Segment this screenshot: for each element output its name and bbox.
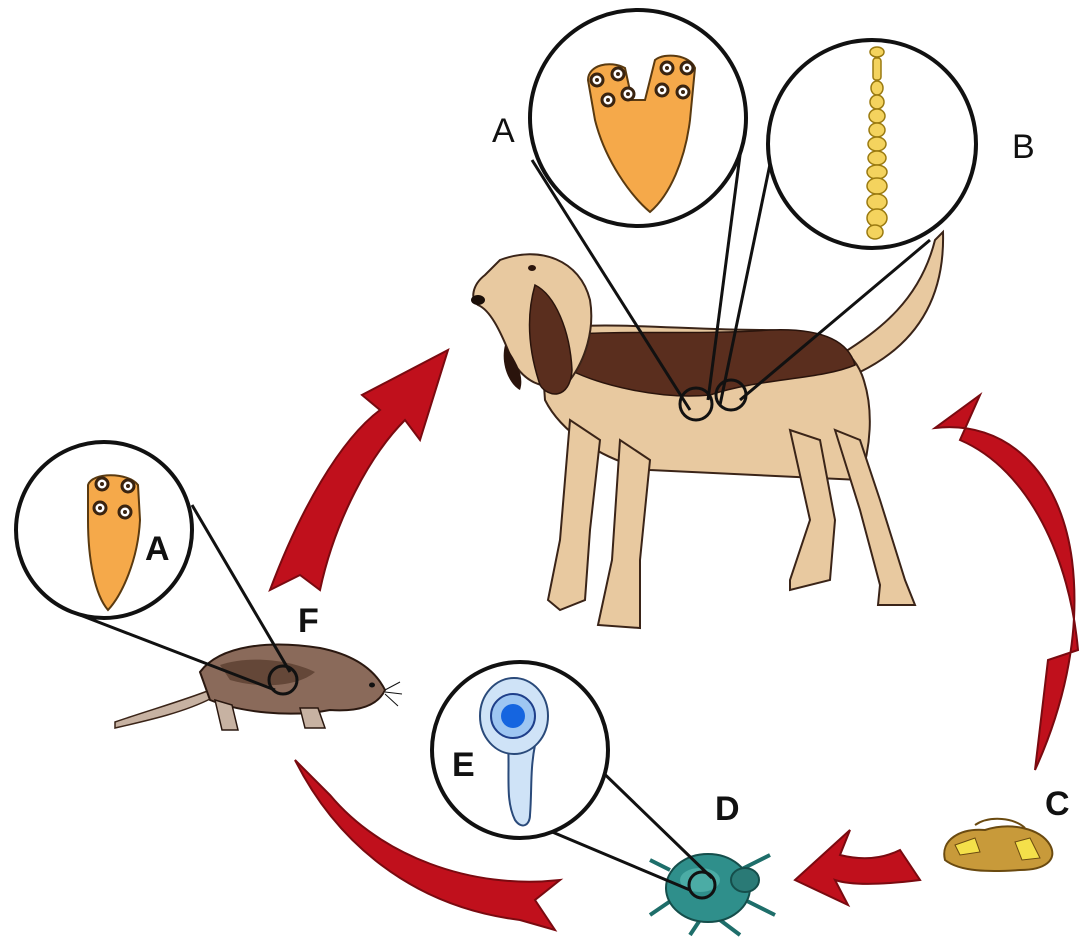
- label-beetle: D: [715, 790, 740, 828]
- label-dog-strobila: B: [1012, 128, 1035, 166]
- dog-illustration: [471, 232, 943, 628]
- eggs-feces-illustration: [944, 819, 1052, 871]
- rodent-illustration: [115, 645, 402, 730]
- label-rodent-scolex: A: [145, 530, 170, 568]
- label-eggs: C: [1045, 785, 1070, 823]
- arrow-dog-to-eggs: [935, 395, 1078, 770]
- label-cysticercoid: E: [452, 746, 475, 784]
- arrow-eggs-to-beetle: [795, 830, 920, 905]
- arrow-rodent-to-dog: [270, 350, 448, 590]
- label-rodent: F: [298, 602, 319, 640]
- label-dog-scolex: A: [492, 112, 515, 150]
